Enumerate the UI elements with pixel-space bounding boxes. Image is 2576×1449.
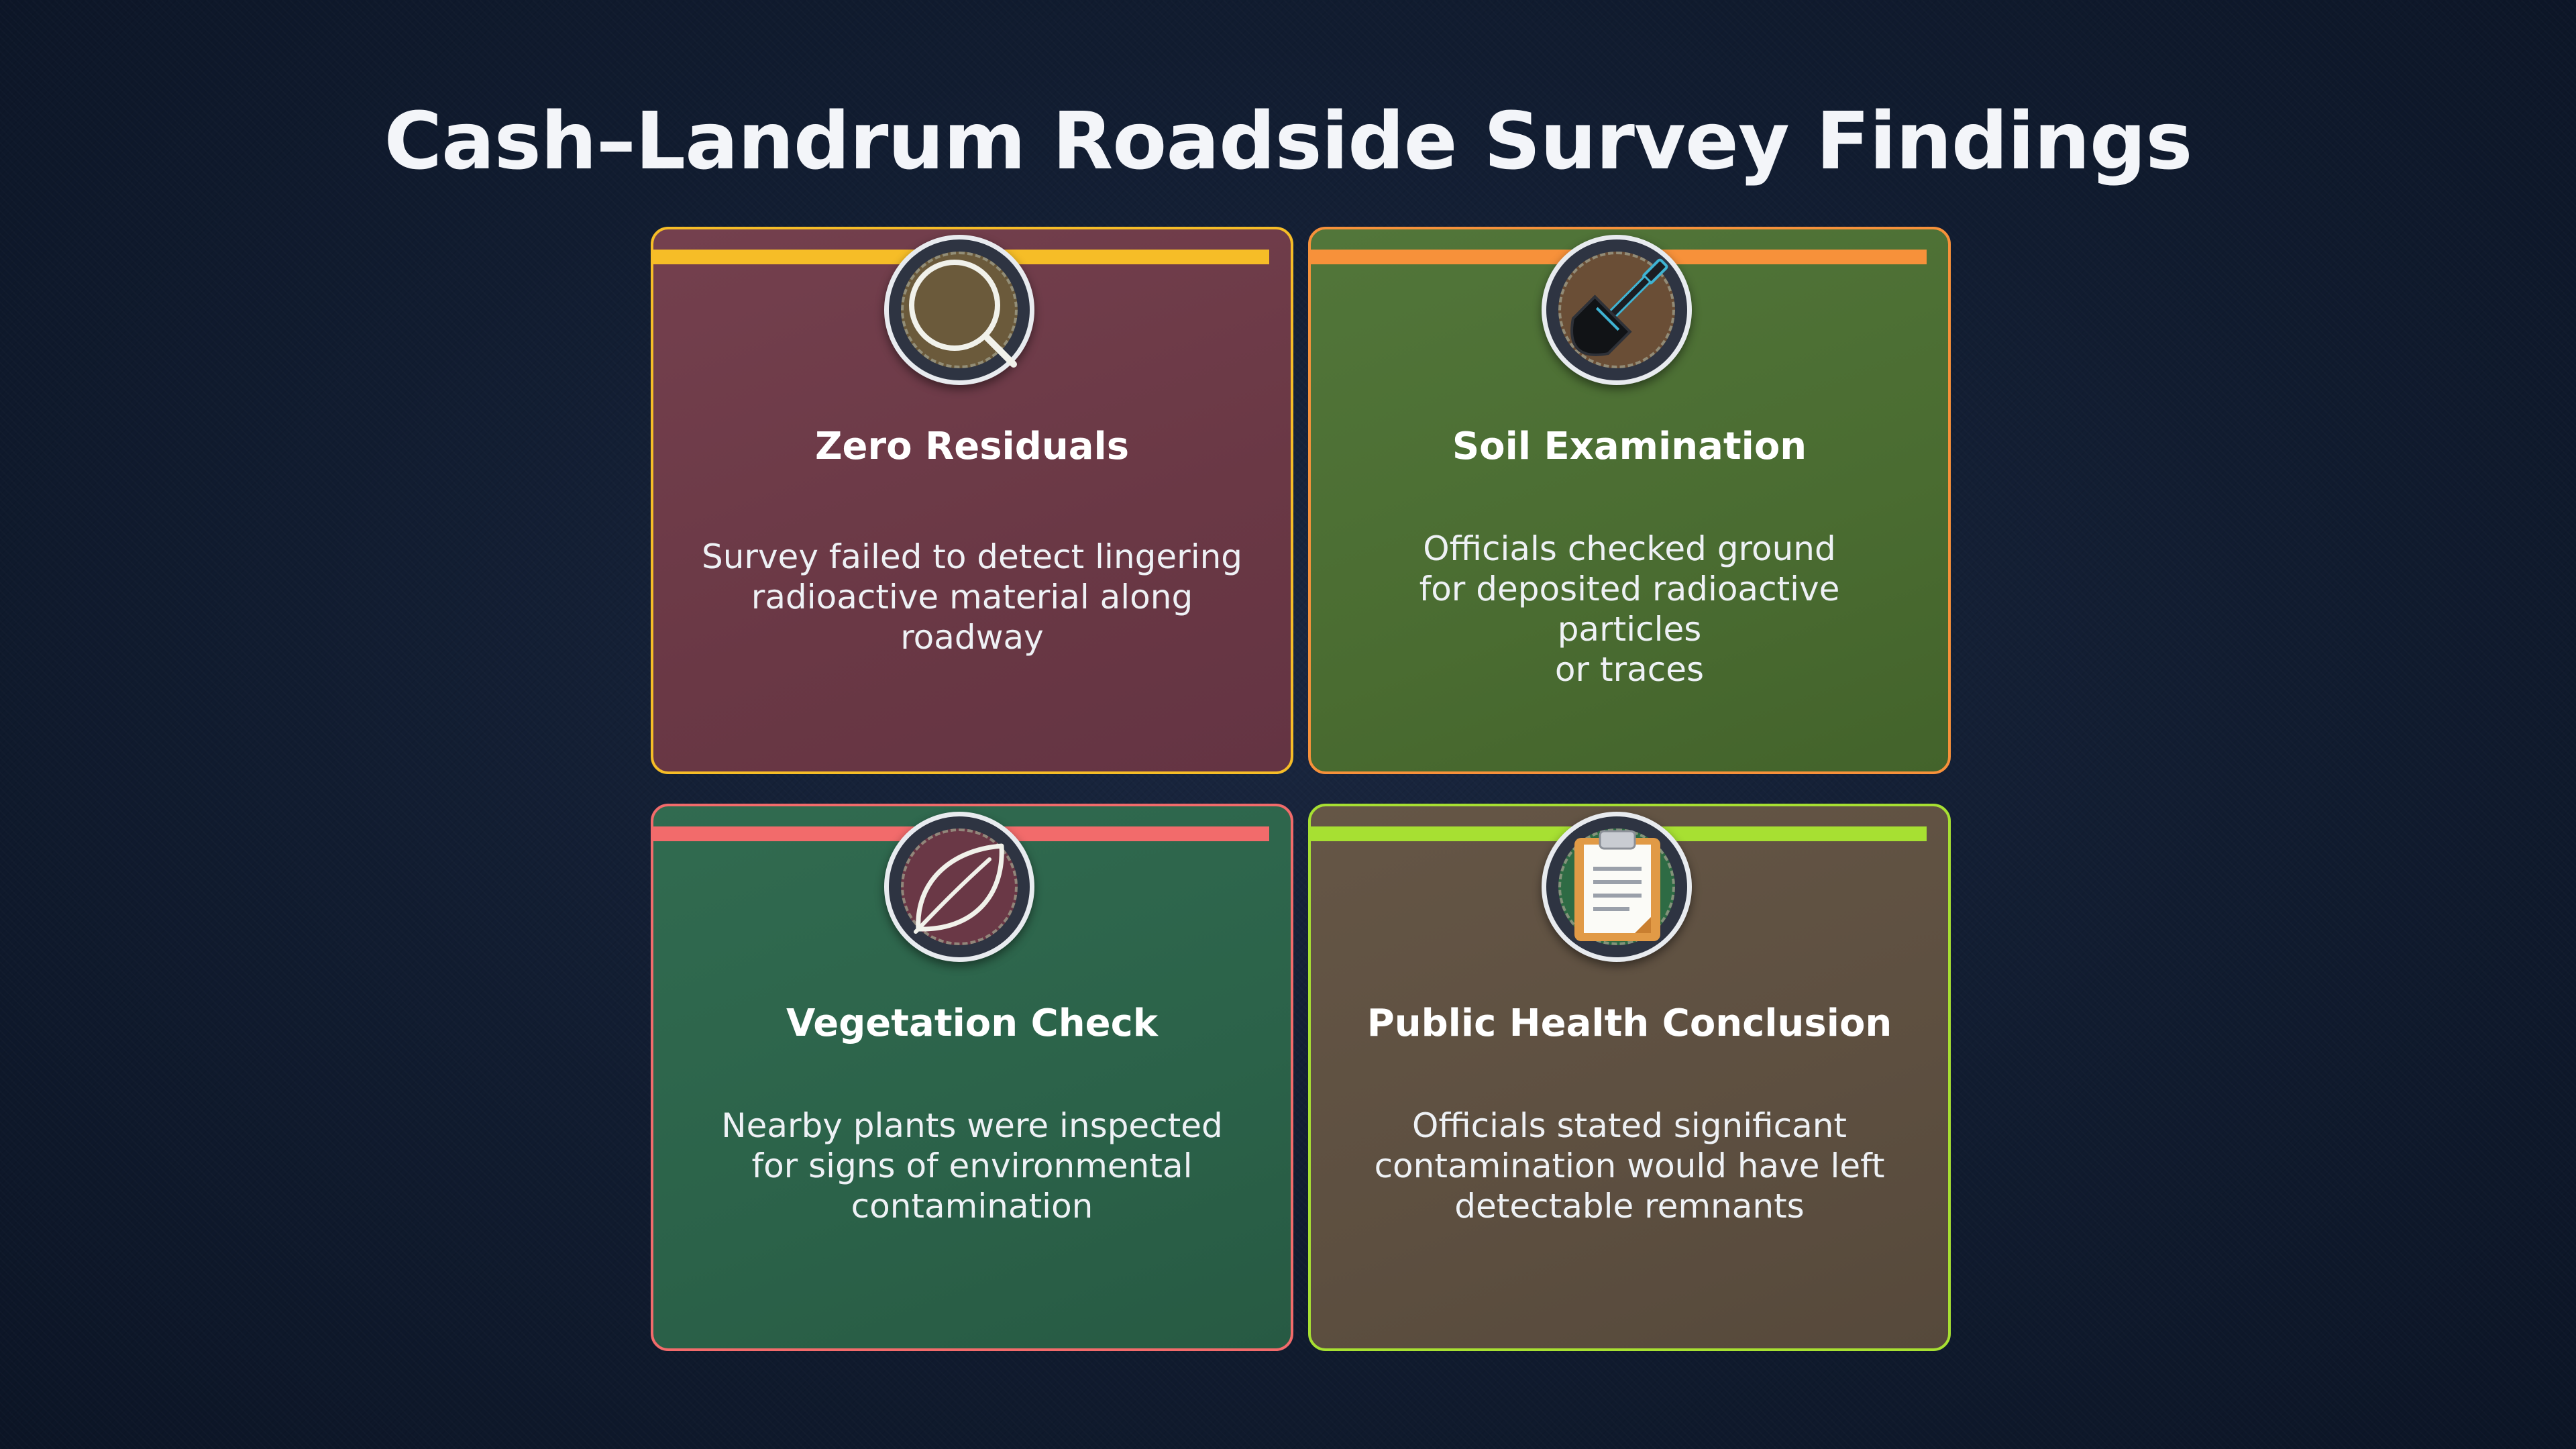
page-title: Cash–Landrum Roadside Survey Findings bbox=[384, 95, 2192, 187]
card-heading: Public Health Conclusion bbox=[1366, 1002, 1892, 1045]
card-heading: Zero Residuals bbox=[814, 425, 1130, 468]
clipboard-icon bbox=[1542, 812, 1692, 962]
card-body: Officials checked ground for deposited r… bbox=[1419, 529, 1840, 689]
card-body: Survey failed to detect lingering radioa… bbox=[701, 537, 1243, 657]
leaf-icon bbox=[884, 812, 1034, 962]
card-body: Officials stated significant contaminati… bbox=[1374, 1106, 1885, 1226]
magnifier-icon bbox=[884, 235, 1034, 385]
card-heading: Soil Examination bbox=[1452, 425, 1807, 468]
shovel-icon bbox=[1542, 235, 1692, 385]
card-heading: Vegetation Check bbox=[786, 1002, 1159, 1045]
card-body: Nearby plants were inspected for signs o… bbox=[721, 1106, 1223, 1226]
